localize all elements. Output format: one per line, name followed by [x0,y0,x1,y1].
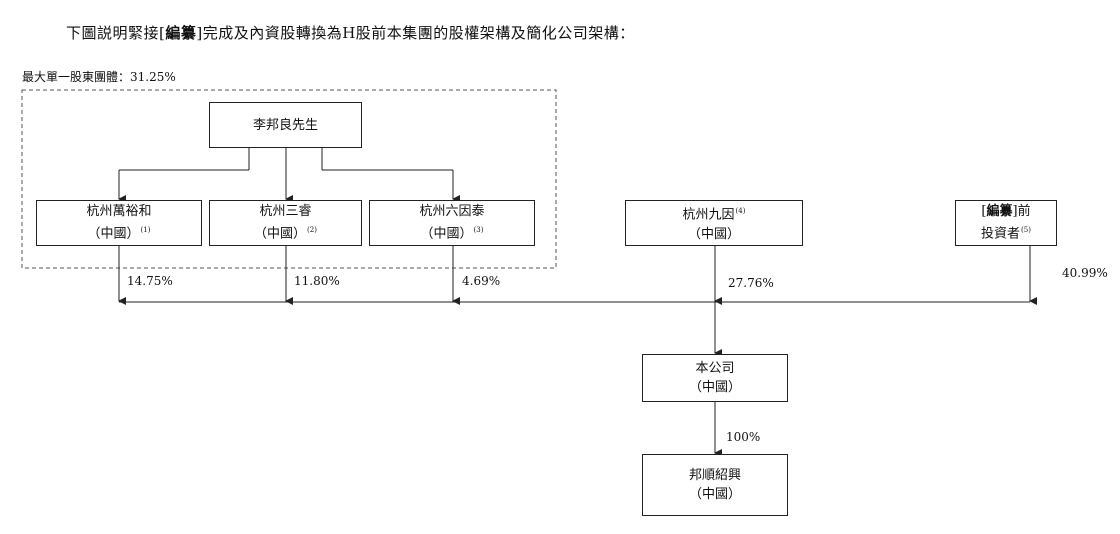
pct-wanyuhe: 14.75% [127,274,173,288]
pct-jiuyin: 27.76% [728,276,774,290]
node-jiuyin-name: 杭州九因(4) [682,207,746,223]
node-subsidiary-region: （中國） [688,487,741,502]
node-jiuyin-region: （中國） [687,226,740,242]
note-1: (1) [140,226,151,235]
note-3: (3) [473,226,484,235]
note-5: (5) [1021,226,1031,235]
node-sanrui: 杭州三睿 （中國）(2) [209,200,362,246]
group-dashed-border [21,89,557,269]
node-liuyintai: 杭州六因泰 （中國）(3) [369,200,535,246]
node-liuyintai-region: （中國）(3) [420,226,484,242]
node-company-region: （中國） [688,380,741,395]
node-wanyuhe-name: 杭州萬裕和 [86,204,152,220]
node-pre-investors-line1: [編纂]前 [981,204,1031,220]
pct-sanrui: 11.80% [294,274,340,288]
pct-pre-investors: 40.99% [1062,266,1108,280]
node-company-name: 本公司 [695,361,735,376]
pct-liuyintai: 4.69% [462,274,501,288]
note-4: (4) [735,207,746,216]
node-wanyuhe: 杭州萬裕和 （中國）(1) [36,200,202,246]
intro-bold: 編纂 [165,24,197,42]
node-jiuyin: 杭州九因(4) （中國） [625,200,803,246]
node-li-banglian: 李邦良先生 [209,102,362,148]
node-pre-investors-line2: 投資者(5) [981,226,1031,242]
intro-before: 下圖説明緊接[ [66,24,166,42]
note-2: (2) [307,226,317,235]
node-subsidiary: 邦順紹興 （中國） [642,454,788,516]
node-wanyuhe-region: （中國）(1) [87,226,151,242]
node-sanrui-name: 杭州三睿 [259,204,312,220]
node-liuyintai-name: 杭州六因泰 [419,204,485,220]
node-pre-investors: [編纂]前 投資者(5) [955,200,1057,246]
node-li-name: 李邦良先生 [252,117,318,133]
intro-text: 下圖説明緊接[編纂]完成及內資股轉換為H股前本集團的股權架構及簡化公司架構： [66,22,635,43]
pct-company-to-subsidiary: 100% [726,430,761,444]
group-label: 最大單一股東團體：31.25% [22,70,176,84]
node-subsidiary-name: 邦順紹興 [688,468,741,483]
node-company: 本公司 （中國） [642,354,788,402]
intro-after: ]完成及內資股轉換為H股前本集團的股權架構及簡化公司架構： [196,24,635,42]
node-sanrui-region: （中國）(2) [254,226,317,242]
